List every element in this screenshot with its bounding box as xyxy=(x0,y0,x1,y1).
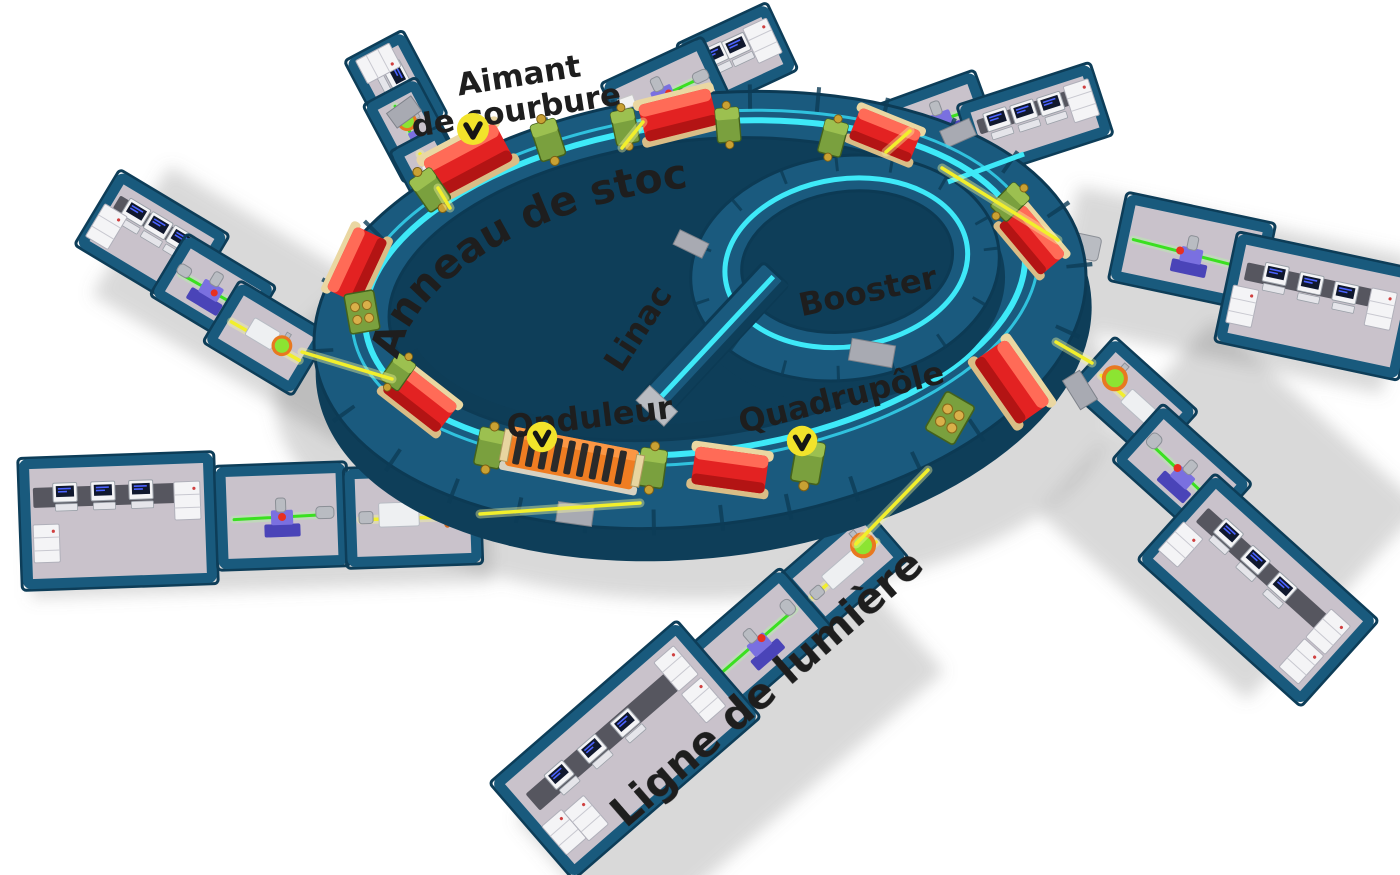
detector-cylinder xyxy=(691,68,710,84)
server-cabinet-icon xyxy=(32,523,61,564)
server-cabinet-icon xyxy=(173,480,202,521)
optics-box xyxy=(378,501,420,528)
beamline-east xyxy=(1060,191,1400,382)
pointer-marker-bending-magnet xyxy=(457,113,489,145)
monitor-icon xyxy=(1294,271,1325,305)
sample-point xyxy=(278,512,287,521)
accelerator-layer xyxy=(306,84,1099,562)
wall-segment-seams xyxy=(306,84,1094,536)
photon-beam-west xyxy=(478,501,642,516)
booster-ring xyxy=(689,153,1006,403)
control-room-west xyxy=(16,450,220,592)
control-room-se xyxy=(1137,473,1379,707)
pointer-marker-quadrupole xyxy=(787,426,817,456)
photon-beam-northeast xyxy=(884,129,912,154)
detector-cylinder xyxy=(779,598,797,616)
photon-beam-northwest xyxy=(300,350,394,381)
linac-end-cap xyxy=(635,384,679,427)
monitor-icon xyxy=(128,479,155,510)
linac-channel xyxy=(635,262,789,427)
experimental-hutch-west xyxy=(212,460,352,572)
photon-beam-north xyxy=(620,120,645,150)
sample-point xyxy=(210,289,218,297)
beamline-northwest xyxy=(74,169,330,396)
detector-cylinder xyxy=(1145,432,1163,450)
electron-beam-linac xyxy=(659,274,776,399)
beamline-south xyxy=(489,504,909,875)
tunnel-door xyxy=(385,95,423,129)
photon-beam-nnw xyxy=(436,186,452,210)
tunnel-door xyxy=(939,117,977,149)
beam-pipe xyxy=(358,511,374,525)
booster-door xyxy=(672,229,710,259)
booster-door xyxy=(847,337,897,369)
sample-point xyxy=(1176,246,1185,255)
detector-cylinder xyxy=(176,263,193,279)
photon-beam-east xyxy=(940,166,1060,242)
photon-beam-southeast xyxy=(1054,340,1094,365)
monitor-icon xyxy=(52,481,79,512)
photon-beam-south xyxy=(854,468,930,546)
control-room-e xyxy=(1213,230,1400,382)
beamline-west xyxy=(16,450,499,592)
tunnel-door xyxy=(1061,369,1099,411)
control-room-s xyxy=(489,620,761,875)
pointer-marker-undulator xyxy=(527,422,557,452)
detector-cylinder xyxy=(315,505,335,520)
booster-wall-seams xyxy=(689,154,1001,382)
sample-point xyxy=(757,634,766,643)
photon-beams-layer xyxy=(297,117,1097,549)
monitor-icon xyxy=(90,480,117,511)
optics-hutch-nw xyxy=(202,280,330,396)
beamlines-layer xyxy=(16,2,1400,875)
beam-pipe xyxy=(809,584,825,601)
monitor-icon xyxy=(1329,280,1360,314)
control-room-ne xyxy=(956,61,1114,179)
beamline-southeast xyxy=(1068,336,1379,707)
sample-point xyxy=(1173,463,1182,472)
monitor-icon xyxy=(1259,261,1290,296)
